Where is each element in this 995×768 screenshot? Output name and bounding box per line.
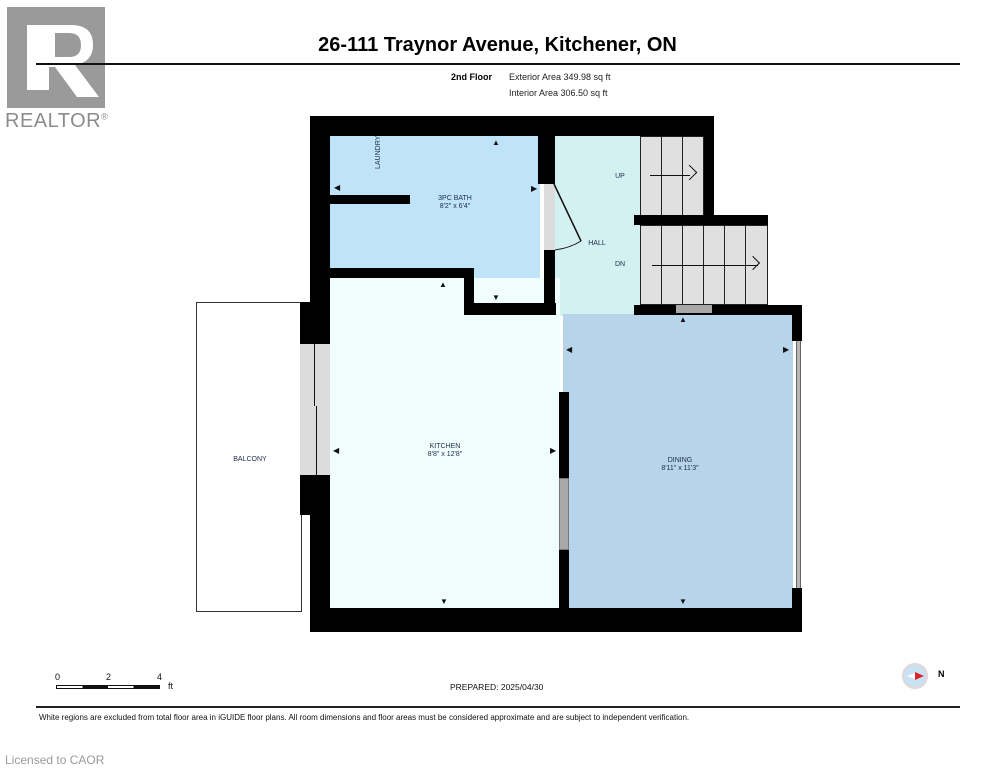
wall-alcove-bottom: [464, 303, 556, 315]
dim-arrow-left-icon: ◀: [334, 183, 341, 192]
compass-north-label: N: [938, 669, 945, 679]
dining-top-opening: [676, 305, 712, 313]
scale-tick-4: 4: [157, 672, 163, 682]
balcony-label: BALCONY: [233, 456, 267, 463]
dim-arrow-left-icon: ◀: [333, 446, 340, 455]
interior-area: Interior Area 306.50 sq ft: [509, 88, 608, 98]
dining-room: [563, 314, 793, 608]
balcony-area: [196, 302, 302, 612]
laundry-label: LAUNDRY: [375, 135, 382, 169]
prepared-date: PREPARED: 2025/04/30: [450, 682, 544, 692]
realtor-r-icon: [27, 25, 99, 97]
scale-tick-2: 2: [106, 672, 112, 682]
dim-arrow-down-icon: ▼: [679, 597, 687, 606]
balcony-sliding-door: [300, 344, 330, 475]
wall-stair-right: [704, 116, 714, 216]
bath-door-swing-icon: [553, 183, 582, 251]
disclaimer-text: White regions are excluded from total fl…: [39, 713, 690, 722]
dining-window: [796, 341, 801, 588]
wall-bath-hall-upper: [538, 136, 555, 184]
floor-label: 2nd Floor: [451, 72, 492, 82]
dim-arrow-right-icon: ▶: [783, 345, 790, 354]
wall-stair-divider: [634, 215, 768, 225]
wall-top: [310, 116, 714, 136]
dim-arrow-right-icon: ▶: [550, 446, 557, 455]
dim-arrow-right-icon: ▶: [531, 184, 538, 193]
stairs-up-label: UP: [615, 173, 625, 180]
bath-door-opening: [544, 184, 555, 250]
wall-kitchen-dining-lower: [559, 550, 569, 610]
stairs-down: [640, 225, 768, 305]
wall-dining-right-bottom: [792, 588, 802, 632]
hall-label: HALL: [588, 240, 606, 247]
kitchen-dining-opening: [559, 478, 569, 550]
stairs-down-label: DN: [614, 261, 626, 268]
wall-kitchen-dining-upper: [559, 392, 569, 478]
dim-arrow-up-icon: ▲: [679, 315, 687, 324]
wall-dining-right-top: [792, 305, 802, 341]
licensed-text: Licensed to CAOR: [5, 753, 105, 767]
wall-alcove-left: [464, 268, 474, 315]
dim-arrow-up-icon: ▲: [492, 138, 500, 147]
wall-dining-top: [634, 305, 802, 315]
kitchen-room: [330, 278, 560, 608]
exterior-area: Exterior Area 349.98 sq ft: [509, 72, 611, 82]
hall-room: [555, 136, 640, 316]
compass-icon: [902, 663, 928, 689]
dim-arrow-down-icon: ▼: [492, 293, 500, 302]
wall-left-upper: [310, 116, 330, 304]
wall-left-pier-bottom: [300, 475, 330, 515]
page-title: 26-111 Traynor Avenue, Kitchener, ON: [318, 34, 677, 56]
scale-tick-0: 0: [55, 672, 61, 682]
stairs-up: [640, 136, 704, 216]
wall-left-lower: [310, 515, 330, 632]
footer-divider: [36, 706, 960, 708]
laundry-partition: [330, 195, 410, 204]
scale-unit: ft: [168, 681, 174, 691]
scale-bar: 0 2 4 ft: [55, 672, 185, 692]
dim-arrow-down-icon: ▼: [440, 597, 448, 606]
realtor-logo-text: REALTOR®: [5, 110, 109, 132]
title-divider: [36, 63, 960, 65]
dim-arrow-left-icon: ◀: [566, 345, 573, 354]
wall-bath-hall-lower: [544, 250, 555, 315]
realtor-logo-mark: [7, 7, 105, 108]
dim-arrow-up-icon: ▲: [439, 280, 447, 289]
wall-bottom: [310, 608, 802, 632]
wall-left-pier-top: [300, 302, 330, 344]
wall-bath-kitchen: [330, 268, 472, 278]
